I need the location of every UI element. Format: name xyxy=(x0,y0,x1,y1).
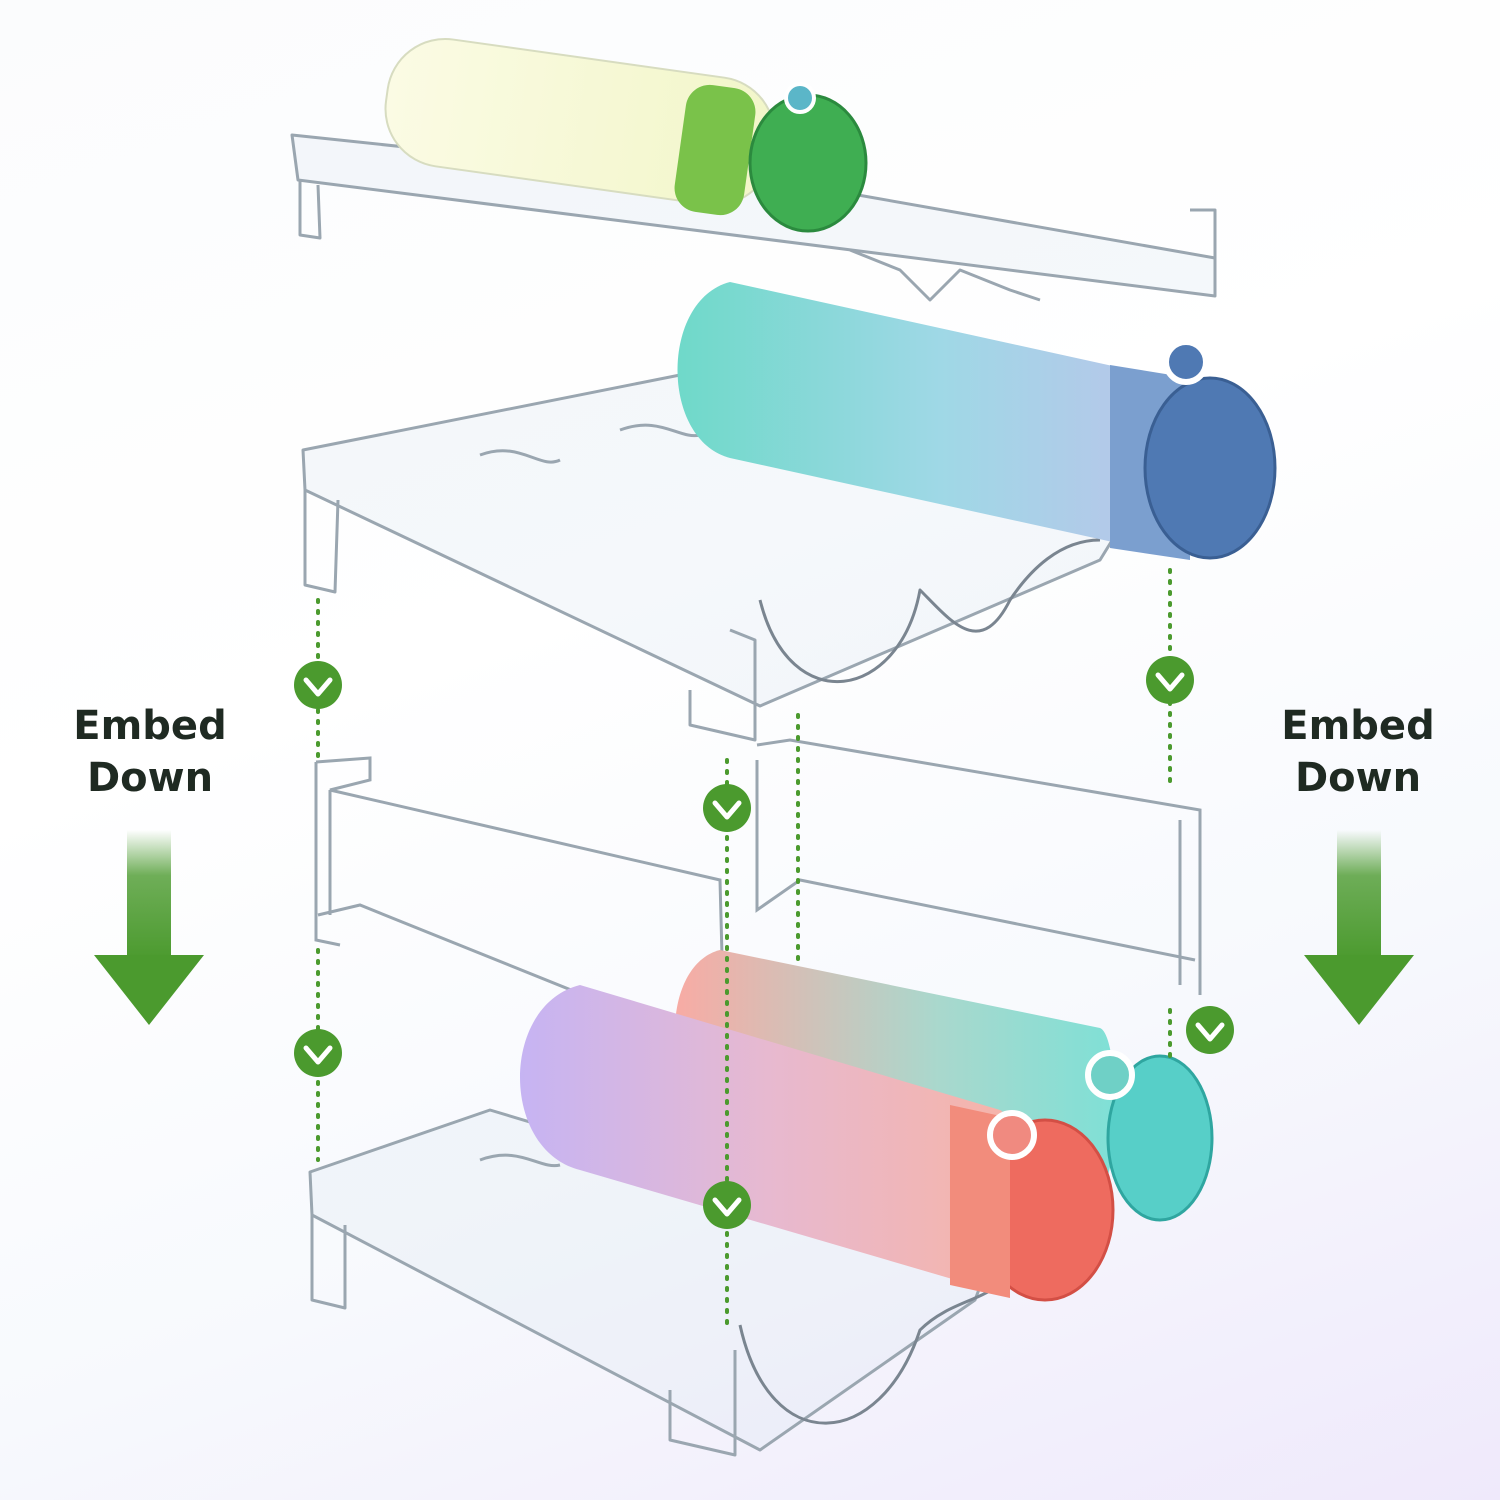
chevron-down-circle-icon xyxy=(294,1029,342,1077)
teal-bottle xyxy=(677,282,1277,560)
chevron-down-circle-icon xyxy=(703,1181,751,1229)
chevron-down-circle-icon xyxy=(703,784,751,832)
bottom-tray xyxy=(308,1108,1002,1457)
label-line-2: Down xyxy=(86,755,214,801)
chevron-down-circle-icon xyxy=(1186,1006,1234,1054)
label-line-1: Embed xyxy=(73,703,227,749)
label-line-2: Down xyxy=(1294,755,1422,801)
arrow-down-icon xyxy=(94,830,204,1025)
label-line-1: Embed xyxy=(1281,703,1435,749)
embed-down-label-right: Embed Down xyxy=(1248,700,1468,804)
chevron-down-circle-icon xyxy=(294,661,342,709)
chevron-down-circle-icon xyxy=(1146,656,1194,704)
embed-down-label-left: Embed Down xyxy=(40,700,260,804)
purple-bottle xyxy=(520,985,1115,1302)
right-frame xyxy=(755,738,1202,995)
arrow-down-icon xyxy=(1304,830,1414,1025)
yellow-bottle xyxy=(384,37,868,233)
